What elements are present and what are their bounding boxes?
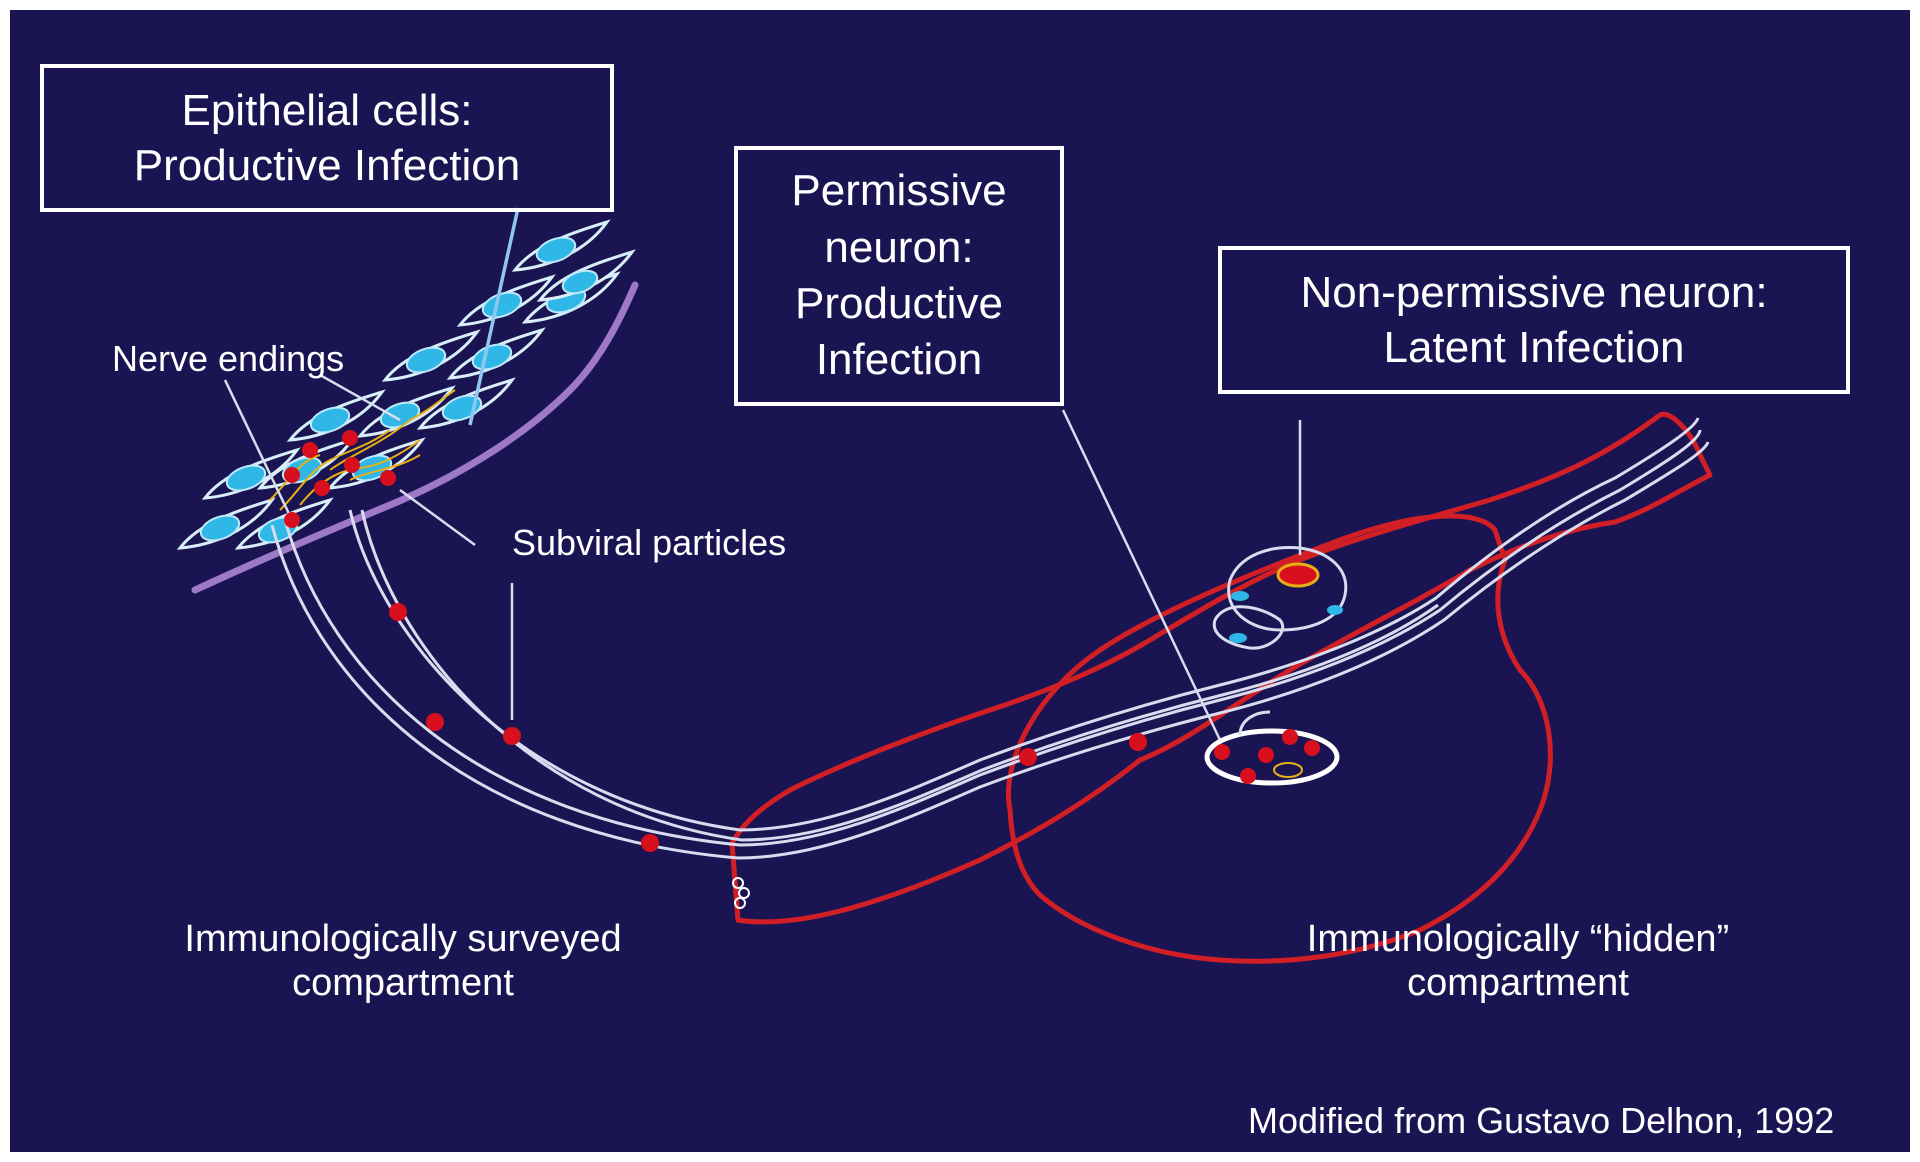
- latent-satellite-cell: [1327, 605, 1343, 615]
- particle: [503, 727, 521, 745]
- nerve-fiber: [348, 417, 1700, 832]
- nerve-fibers: [270, 417, 1710, 860]
- particle: [1019, 748, 1037, 766]
- permissive-label-line4: Infection: [815, 335, 983, 385]
- pointer-permissive: [1061, 409, 1222, 741]
- particle: [1304, 740, 1320, 756]
- ganglion-outline: [729, 411, 1713, 964]
- surveyed-compartment-label: Immunologically surveyed compartment: [168, 918, 638, 1005]
- hidden-compartment-label: Immunologically “hidden” compartment: [1278, 918, 1758, 1005]
- pointer-nerve-endings-b: [319, 373, 401, 422]
- nerve-fiber: [270, 441, 1710, 860]
- permissive-neuron-body: [1204, 728, 1340, 786]
- permissive-label-line3: Productive: [795, 279, 1003, 328]
- particle: [1258, 747, 1274, 763]
- particle: [389, 603, 407, 621]
- latent-neuron-body: [1227, 545, 1348, 632]
- nonpermissive-label-line2: Latent Infection: [1383, 323, 1685, 372]
- nonpermissive-label-box: Non-permissive neuron: Latent Infection: [1218, 246, 1850, 394]
- epithelial-label-line2: Productive Infection: [133, 141, 521, 190]
- particle: [284, 512, 300, 528]
- permissive-label-line1: Permissive: [791, 166, 1007, 216]
- ganglion-capsule: [729, 411, 1713, 925]
- particle: [426, 713, 444, 731]
- epithelial-cell: [286, 389, 386, 442]
- epithelial-cell: [176, 497, 276, 550]
- latent-satellite-cell: [1231, 591, 1249, 601]
- credit-label: Modified from Gustavo Delhon, 1992: [1248, 1100, 1835, 1141]
- subviral-particles-label: Subviral particles: [512, 522, 787, 563]
- surveyed-line2: compartment: [292, 961, 514, 1004]
- epithelial-cell: [511, 219, 611, 272]
- latent-satellite-cell: [1229, 633, 1247, 643]
- latent-neuron-nucleus: [1276, 562, 1320, 588]
- permissive-neuron-nucleus: [1273, 762, 1303, 778]
- particle: [380, 470, 396, 486]
- particle: [1282, 729, 1298, 745]
- particle: [1240, 768, 1256, 784]
- pointer-lines: [223, 207, 1302, 741]
- diagram-background: [10, 10, 1910, 1152]
- epithelial-cell: [381, 329, 481, 382]
- subviral-particles: [284, 430, 1320, 852]
- permissive-label-box: Permissive neuron: Productive Infection: [734, 146, 1064, 406]
- latent-neuron: [1212, 545, 1348, 650]
- permissive-neuron: [1204, 710, 1340, 786]
- pointer-nerve-endings-a: [223, 379, 294, 521]
- nerve-fiber: [360, 509, 1439, 842]
- nerve-endings-label: Nerve endings: [112, 338, 345, 379]
- surveyed-line1: Immunologically surveyed: [184, 918, 622, 960]
- permissive-label-line2: neuron:: [824, 222, 974, 272]
- particle: [314, 480, 330, 496]
- ganglion-body: [1006, 513, 1553, 964]
- epithelial-cell: [536, 249, 636, 302]
- particle: [641, 834, 659, 852]
- particle: [342, 430, 358, 446]
- particle: [284, 467, 300, 483]
- entry-markers: [732, 877, 750, 909]
- hidden-line2: compartment: [1407, 961, 1629, 1004]
- particle: [1214, 744, 1230, 760]
- particle: [344, 457, 360, 473]
- basement-membrane: [191, 281, 639, 594]
- particle: [302, 442, 318, 458]
- pointer-epithelial: [468, 207, 520, 426]
- nonpermissive-label-line1: Non-permissive neuron:: [1300, 268, 1768, 317]
- epithelial-cell: [201, 447, 301, 500]
- epithelial-label-line1: Epithelial cells:: [181, 86, 473, 135]
- epithelial-cell: [456, 274, 556, 327]
- pointer-subviral: [399, 488, 476, 547]
- nerve-fiber: [283, 429, 1702, 847]
- epithelial-label-box: Epithelial cells: Productive Infection: [40, 64, 614, 212]
- particle: [1129, 733, 1147, 751]
- hidden-line1: Immunologically “hidden”: [1306, 918, 1730, 960]
